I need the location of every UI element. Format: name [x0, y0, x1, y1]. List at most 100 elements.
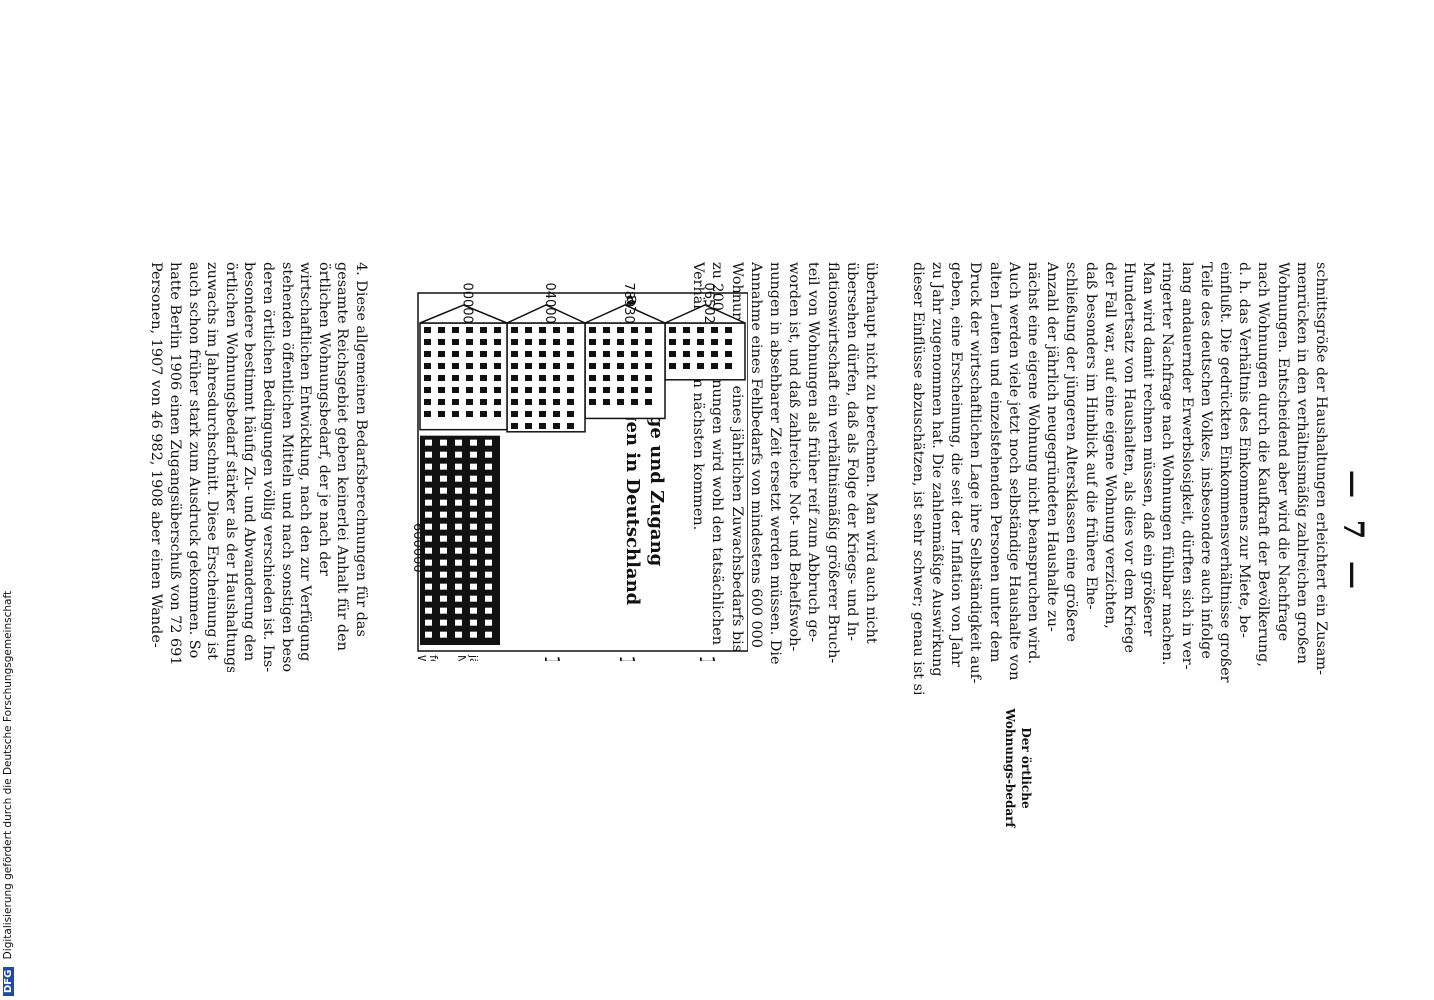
bar-window [424, 375, 431, 381]
bar-window [589, 339, 596, 345]
bar-window [485, 439, 492, 446]
bar-window [525, 387, 532, 393]
bar-window [485, 535, 492, 542]
bar-window [480, 375, 487, 381]
bar-window [617, 375, 624, 381]
bar-window [425, 475, 432, 482]
bar-window [424, 351, 431, 357]
bar-window [440, 583, 447, 590]
bar-window [631, 339, 638, 345]
bar-window [424, 339, 431, 345]
bar-window [424, 327, 431, 333]
bar-window [425, 535, 432, 542]
bar-window [494, 351, 501, 357]
bar-window [440, 595, 447, 602]
bar-window [425, 559, 432, 566]
bar-window [511, 339, 518, 345]
bar-window [440, 619, 447, 626]
bar-window [589, 351, 596, 357]
text-line: Auch werden viele jetzt noch selbständig… [1005, 262, 1022, 681]
bar-window [470, 439, 477, 446]
chart-frame [417, 292, 748, 652]
text-line: zu Jahr zugenommen hat. Die zahlenmäßige… [928, 262, 945, 677]
bar-window [485, 583, 492, 590]
bar-window [452, 399, 459, 405]
text-line: schnittsgröße der Haushaltungen erleicht… [1313, 262, 1329, 675]
bar-window [466, 351, 473, 357]
bar-window [440, 631, 447, 638]
bar-window [485, 499, 492, 506]
bar-window [455, 535, 462, 542]
text-line: Teile des deutschen Volkes, insbesondere… [1197, 262, 1214, 659]
bar-window [440, 523, 447, 530]
bar-window [438, 399, 445, 405]
bar-window [440, 463, 447, 470]
text-line: überhaupt nicht zu berechnen. Man wird a… [863, 262, 879, 644]
text-line: 4. Diese allgemeinen Bedarfsberechnungen… [353, 262, 369, 637]
bar-window [525, 399, 532, 405]
bar-window [631, 375, 638, 381]
bar-window [645, 375, 652, 381]
text-line: flationswirtschaft ein verhältnismäßig g… [824, 262, 841, 664]
bar-window [485, 475, 492, 482]
bar-window [567, 387, 574, 393]
bar-window [455, 619, 462, 626]
bar-window [452, 339, 459, 345]
bar-window [470, 583, 477, 590]
bar-window [589, 399, 596, 405]
bar-window [617, 387, 624, 393]
bar-window [711, 351, 718, 357]
bar-window [553, 327, 560, 333]
bar-window [645, 399, 652, 405]
dfg-footer: DFG Digitalisierung gefördert durch die … [2, 591, 14, 996]
bar-window [539, 363, 546, 369]
bar-window [480, 399, 487, 405]
bar-window [425, 523, 432, 530]
bar-window [631, 399, 638, 405]
bar-window [455, 511, 462, 518]
bar-window [485, 631, 492, 638]
bar-window [470, 619, 477, 626]
bar-window [603, 339, 610, 345]
bar-window [631, 327, 638, 333]
bar-window [425, 487, 432, 494]
text-line: stehenden öffentlichen Mitteln und nach … [278, 262, 295, 672]
bar-window [452, 327, 459, 333]
bar-window [494, 363, 501, 369]
bar-window [455, 631, 462, 638]
text-line: örtlichen Wohnungsbedarf, der je nach de… [315, 262, 332, 576]
dfg-logo: DFG [3, 966, 14, 996]
category-label: 1926 [540, 655, 564, 661]
text-column-top: schnittsgröße der Haushaltungen erleicht… [908, 262, 1330, 694]
text-line: übersehen dürfen, daß als Folge der Krie… [843, 262, 860, 642]
bar-window [725, 351, 732, 357]
bar-window [455, 559, 462, 566]
text-line: daß besonders im Hinblick auf die früher… [1082, 262, 1099, 610]
bar-window [589, 327, 596, 333]
text-line: zuwachs im Jahresdurchschnitt. Diese Ers… [204, 262, 221, 660]
bar-window [466, 327, 473, 333]
bar-window [511, 423, 518, 429]
bar-roof [506, 304, 586, 324]
bar-window [440, 607, 447, 614]
bar-window [480, 339, 487, 345]
bar-window [567, 399, 574, 405]
text-line: der Fall war, auf eine eigene Wohnung ve… [1101, 262, 1118, 629]
bar-window [645, 387, 652, 393]
text-line: Wohnungen. Entscheidend aber wird die Na… [1274, 262, 1291, 642]
bar-window [485, 595, 492, 602]
bar-window [567, 351, 574, 357]
bar-window [589, 363, 596, 369]
bar-window [470, 499, 477, 506]
bar-window [485, 607, 492, 614]
bar-window [470, 475, 477, 482]
bar-window [466, 375, 473, 381]
bar-window [438, 375, 445, 381]
bar-window [511, 363, 518, 369]
bar-window [617, 327, 624, 333]
bar-window [539, 411, 546, 417]
bar-window [603, 375, 610, 381]
bar-window [669, 363, 676, 369]
bar-window [440, 439, 447, 446]
bar-window [711, 339, 718, 345]
